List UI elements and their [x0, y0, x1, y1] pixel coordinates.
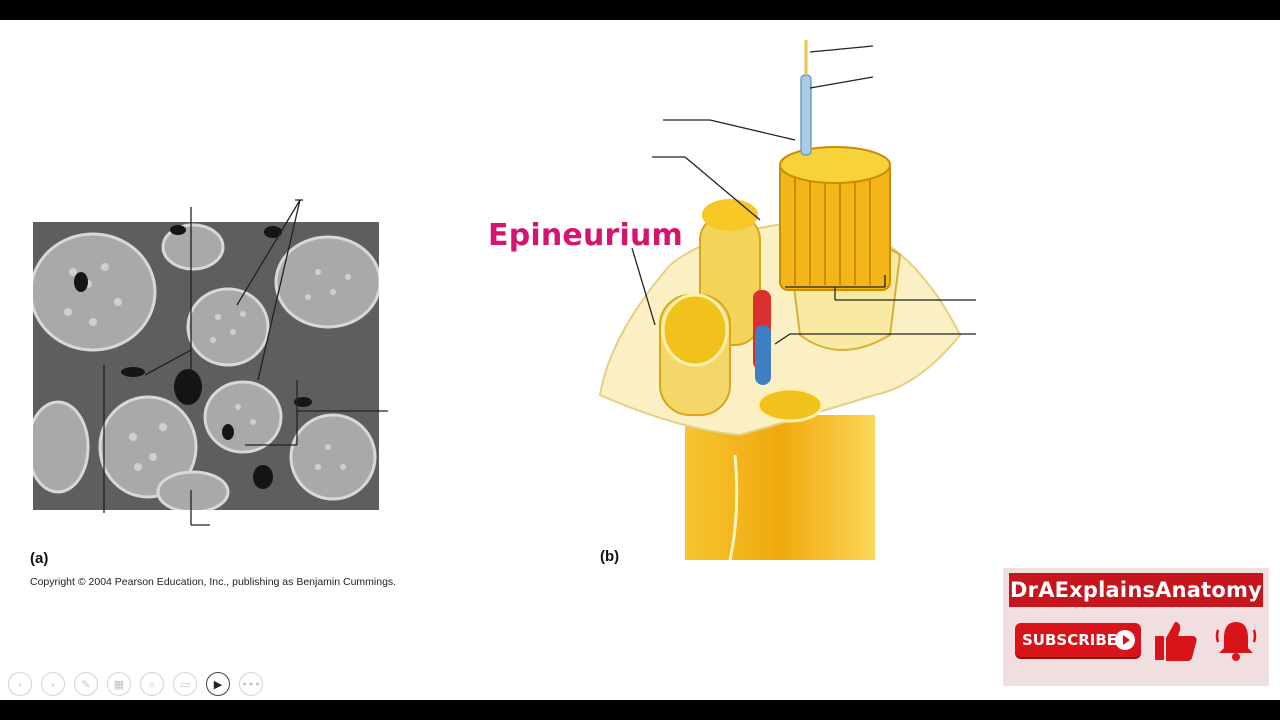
previous-slide-button[interactable]: ‹ [8, 672, 32, 696]
figure-a-label: (a) [30, 550, 49, 567]
subtitles-button[interactable]: ▭ [173, 672, 197, 696]
bell-icon[interactable] [1215, 616, 1257, 664]
copyright-text: Copyright © 2004 Pearson Education, Inc.… [30, 576, 397, 588]
slide-canvas: (a) (b) Copyright © 2004 Pearson Educati… [0, 20, 1280, 700]
channel-name: DrAExplainsAnatomy [1009, 573, 1263, 607]
zoom-button[interactable]: ⌕ [140, 672, 164, 696]
play-icon [1115, 630, 1135, 650]
channel-promo: DrAExplainsAnatomy SUBSCRIBE [1003, 568, 1269, 686]
epineurium-label: Epineurium [488, 218, 684, 253]
slide-sorter-button[interactable]: ▦ [107, 672, 131, 696]
figure-b-label: (b) [600, 548, 620, 565]
camera-button[interactable]: ▶ [206, 672, 230, 696]
nerve-micrograph-image [33, 222, 379, 510]
thumbs-up-icon[interactable] [1153, 618, 1199, 664]
presentation-toolbar: ‹ › ✎ ▦ ⌕ ▭ ▶ ••• [8, 672, 263, 698]
nerve-illustration [598, 40, 962, 561]
subscribe-label: SUBSCRIBE [1022, 631, 1118, 649]
more-options-button[interactable]: ••• [239, 672, 263, 696]
subscribe-button[interactable]: SUBSCRIBE [1015, 623, 1141, 657]
next-slide-button[interactable]: › [41, 672, 65, 696]
pen-tool-button[interactable]: ✎ [74, 672, 98, 696]
